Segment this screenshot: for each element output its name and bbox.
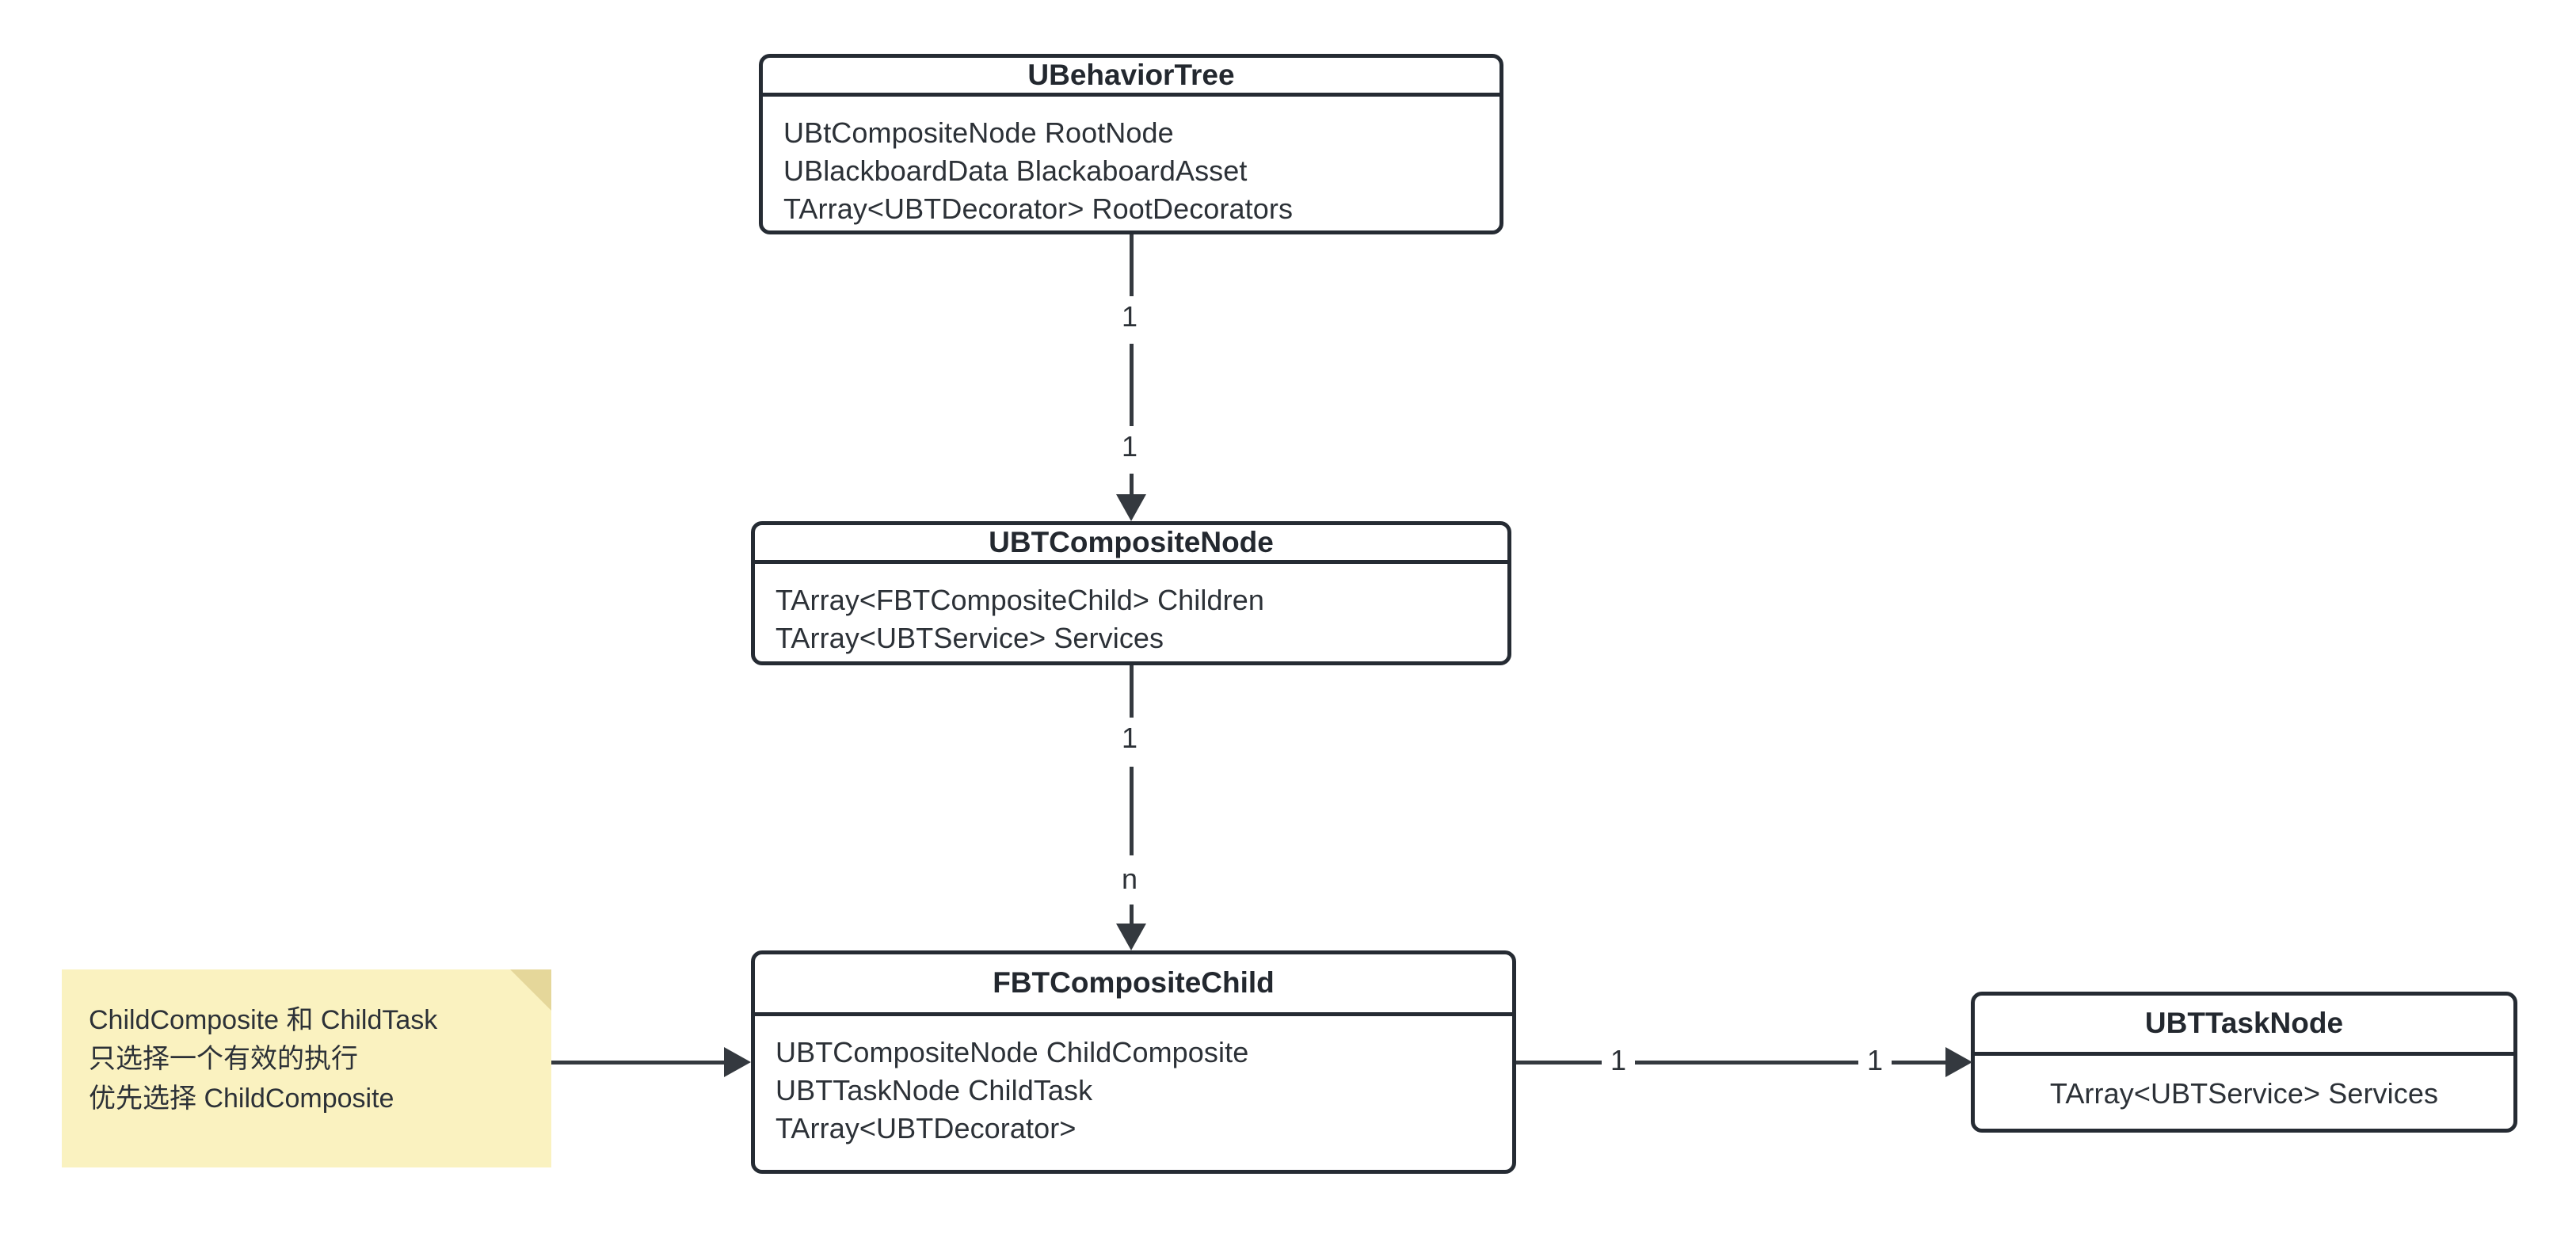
class-box-ubtcompositenode[interactable]: UBTCompositeNode TArray<FBTCompositeChil… — [751, 521, 1511, 665]
note-line: 只选择一个有效的执行 — [89, 1044, 358, 1075]
connector-segment — [1130, 767, 1134, 855]
class-attribute: UBtCompositeNode RootNode — [783, 116, 1174, 150]
note-line: ChildComposite 和 ChildTask — [89, 1005, 438, 1035]
connector-segment — [1516, 1061, 1602, 1065]
class-attribute: UBTTaskNode ChildTask — [775, 1073, 1093, 1106]
connector-arrowhead-icon — [1116, 924, 1146, 950]
connector-multiplicity-target: 1 — [1121, 430, 1138, 463]
class-attribute: TArray<UBTDecorator> — [775, 1111, 1077, 1144]
class-box-ubttasknode[interactable]: UBTTaskNode TArray<UBTService> Services — [1971, 992, 2517, 1133]
class-box-ubehaviortree[interactable]: UBehaviorTree UBtCompositeNode RootNode … — [759, 54, 1503, 234]
class-attributes-fbtcompositechild: UBTCompositeNode ChildComposite UBTTaskN… — [755, 1016, 1512, 1170]
note-fold-corner-icon — [510, 969, 551, 1011]
connector-multiplicity-target: n — [1121, 863, 1138, 895]
connector-arrowhead-icon — [724, 1047, 751, 1077]
connector-segment — [1130, 905, 1134, 925]
class-attribute: TArray<UBTService> Services — [2049, 1077, 2439, 1110]
class-attribute: UBlackboardData BlackaboardAsset — [783, 154, 1248, 188]
class-attributes-ubtcompositenode: TArray<FBTCompositeChild> Children TArra… — [755, 564, 1507, 672]
note-line: 优先选择 ChildComposite — [89, 1083, 394, 1114]
connector-multiplicity-source: 1 — [1121, 300, 1138, 333]
connector-multiplicity-target: 1 — [1866, 1044, 1884, 1076]
connector-segment — [1130, 665, 1134, 718]
connector-segment — [1130, 234, 1134, 296]
connector-segment — [1130, 474, 1134, 496]
connector-arrowhead-icon — [1945, 1047, 1972, 1077]
connector-multiplicity-source: 1 — [1610, 1044, 1627, 1076]
class-box-fbtcompositechild[interactable]: FBTCompositeChild UBTCompositeNode Child… — [751, 950, 1516, 1174]
connector-segment — [1892, 1061, 1945, 1065]
connector-segment — [551, 1061, 724, 1065]
connector-segment — [1130, 344, 1134, 426]
connector-arrowhead-icon — [1116, 494, 1146, 521]
class-title-ubtcompositenode: UBTCompositeNode — [755, 525, 1507, 565]
class-attribute: TArray<UBTDecorator> RootDecorators — [783, 192, 1294, 226]
connector-segment — [1635, 1061, 1858, 1065]
class-attribute: TArray<FBTCompositeChild> Children — [775, 584, 1264, 617]
class-title-fbtcompositechild: FBTCompositeChild — [755, 954, 1512, 1016]
class-attributes-ubehaviortree: UBtCompositeNode RootNode UBlackboardDat… — [763, 97, 1499, 242]
class-title-ubttasknode: UBTTaskNode — [1975, 996, 2513, 1056]
class-attribute: TArray<UBTService> Services — [775, 622, 1164, 655]
connector-multiplicity-source: 1 — [1121, 722, 1138, 754]
class-attribute: UBTCompositeNode ChildComposite — [775, 1036, 1249, 1068]
sticky-note[interactable]: ChildComposite 和 ChildTask 只选择一个有效的执行 优先… — [62, 969, 551, 1167]
class-attributes-ubttasknode: TArray<UBTService> Services — [1975, 1056, 2513, 1129]
class-title-ubehaviortree: UBehaviorTree — [763, 58, 1499, 97]
